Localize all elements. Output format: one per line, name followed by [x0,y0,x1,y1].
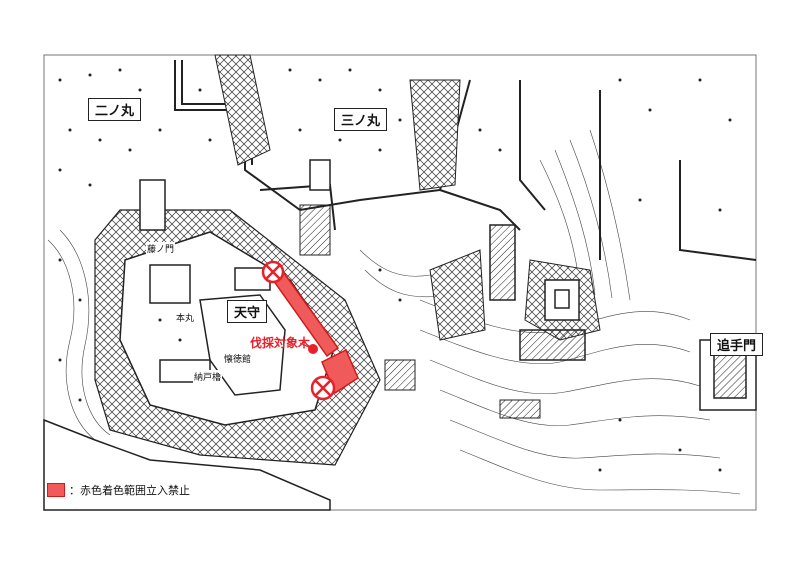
label-honmaru: 本丸 [175,311,196,324]
legend: ：赤色着色範囲立入禁止 [47,482,190,498]
label-kaitokukan: 懐徳館 [223,352,253,365]
label-sannomaru: 三ノ丸 [334,108,388,131]
buildings [139,159,757,411]
moat [43,418,331,511]
legend-swatch [47,483,65,497]
target-tree-label: 伐採対象木 [250,336,311,350]
label-nando: 納戸櫓 [193,370,223,383]
label-tenshu: 天守 [227,300,268,323]
stairways [299,204,541,419]
legend-label: ：赤色着色範囲立入禁止 [69,484,190,497]
label-otemon: 追手門 [710,333,764,356]
label-fujinomon: 藤ノ門 [146,242,176,255]
no-entry-icon [310,375,336,401]
no-entry-icon [261,260,285,284]
trees [58,68,732,472]
label-ninomaru: 二ノ丸 [88,98,142,121]
